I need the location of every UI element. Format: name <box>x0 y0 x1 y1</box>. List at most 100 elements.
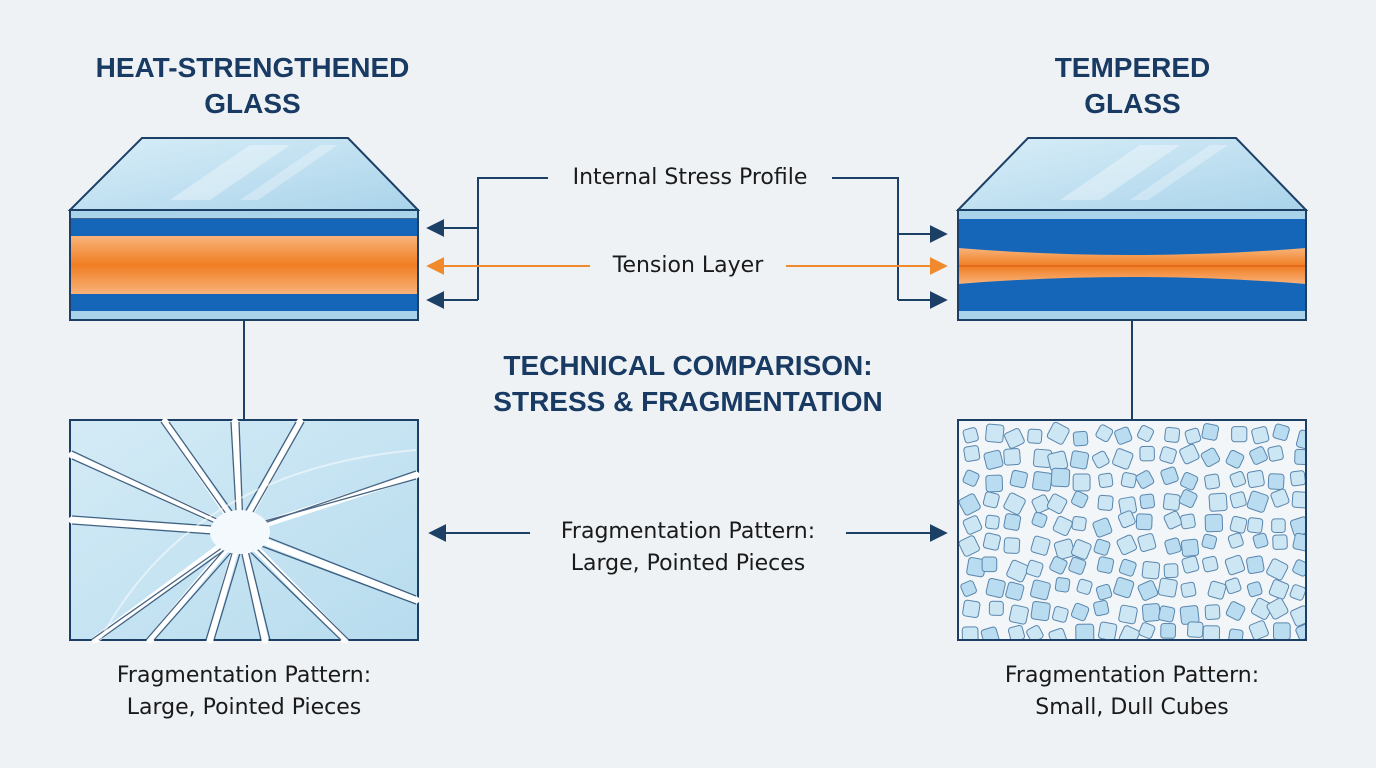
glass-cube <box>1271 518 1286 533</box>
right-glass-reflection <box>1060 145 1180 200</box>
glass-cube <box>1159 446 1177 464</box>
glass-cube <box>1186 621 1204 638</box>
tempered-caption: Fragmentation Pattern: Small, Dull Cubes <box>958 660 1306 724</box>
glass-cube <box>962 427 979 444</box>
glass-cube <box>1163 563 1179 579</box>
left-glass-reflection <box>170 145 290 200</box>
glass-cube <box>1246 469 1265 489</box>
tempered-glass-section <box>955 137 1309 321</box>
tempered-title-line2: GLASS <box>1084 88 1181 119</box>
glass-cube <box>1071 515 1087 532</box>
glass-cube <box>1251 426 1270 445</box>
glass-cube <box>1179 472 1199 491</box>
glass-cube <box>1091 450 1110 469</box>
tension-layer-label: Tension Layer <box>590 250 786 282</box>
glass-cube <box>983 449 1004 470</box>
glass-cube <box>1267 473 1285 490</box>
glass-cube <box>1141 560 1161 580</box>
right-edge-light-top <box>958 210 1306 219</box>
glass-cube <box>1076 578 1093 595</box>
glass-cube <box>1181 555 1200 574</box>
glass-cube <box>1290 605 1305 627</box>
glass-cube <box>1202 625 1221 639</box>
glass-cube <box>1030 600 1051 622</box>
heat-strengthened-title-line2: GLASS <box>204 88 301 119</box>
glass-cube <box>1095 583 1113 601</box>
glass-cube <box>985 423 1005 443</box>
glass-cube <box>1204 604 1221 620</box>
glass-cube <box>1158 605 1176 623</box>
glass-cube <box>1178 489 1198 508</box>
glass-cube <box>1289 470 1305 487</box>
glass-cube <box>982 491 1000 509</box>
glass-cube <box>1225 449 1245 469</box>
glass-cube <box>1096 556 1115 574</box>
glass-cube <box>1032 471 1053 492</box>
glass-cube <box>1295 429 1305 451</box>
glass-cube <box>1294 448 1305 466</box>
glass-cube <box>1068 556 1087 575</box>
glass-cube <box>1118 558 1137 577</box>
heat-strengthened-caption-line2: Large, Pointed Pieces <box>126 695 362 720</box>
glass-cube <box>1160 466 1179 485</box>
glass-cube <box>1003 513 1022 531</box>
glass-cube <box>1180 581 1197 598</box>
glass-cube <box>1137 533 1157 552</box>
glass-cube <box>982 532 1001 551</box>
glass-cube <box>1267 445 1284 462</box>
stress-profile-right-bracket <box>832 177 899 300</box>
glass-cube <box>1071 490 1089 509</box>
heat-strengthened-title: HEAT-STRENGTHENED GLASS <box>40 50 465 122</box>
glass-cube <box>1138 622 1156 639</box>
glass-cube <box>1272 423 1290 441</box>
glass-cube <box>1050 467 1071 488</box>
left-compression-layer-bottom <box>70 294 418 311</box>
glass-cube <box>1200 447 1221 468</box>
glass-cube <box>1247 517 1264 534</box>
glass-cube <box>1097 494 1114 511</box>
glass-cube <box>1004 428 1025 449</box>
glass-cube <box>1139 493 1156 510</box>
glass-cube <box>1204 513 1224 533</box>
glass-cube <box>1027 428 1043 444</box>
glass-cube <box>1289 584 1305 601</box>
stress-profile-left-bracket <box>477 177 548 300</box>
glass-cube <box>1157 577 1178 598</box>
glass-cube <box>1075 623 1095 639</box>
small-dull-cubes-panel <box>957 419 1307 641</box>
glass-cube <box>1093 538 1111 556</box>
technical-comparison-heading: TECHNICAL COMPARISON: STRESS & FRAGMENTA… <box>440 348 936 420</box>
heat-strengthened-caption-line1: Fragmentation Pattern: <box>116 663 372 688</box>
glass-cube <box>1295 623 1305 639</box>
left-edge-light-top <box>69 209 419 220</box>
glass-cube <box>1120 472 1137 489</box>
glass-cube <box>1118 604 1138 625</box>
glass-cube <box>962 515 983 535</box>
glass-cube <box>1164 426 1181 443</box>
glass-cube <box>1072 473 1091 492</box>
glass-cube <box>1252 532 1269 549</box>
glass-cube <box>1270 488 1290 508</box>
glass-cube <box>980 626 1000 639</box>
glass-cube <box>1208 492 1228 512</box>
heat-strengthened-glass-section <box>67 137 421 321</box>
left-compression-layer-top <box>70 219 418 236</box>
glass-cube <box>1292 532 1305 552</box>
glass-cube <box>1179 443 1200 465</box>
glass-cube <box>962 469 980 487</box>
glass-cube <box>963 445 981 462</box>
tempered-caption-line1: Fragmentation Pattern: <box>1004 663 1260 688</box>
glass-cube <box>1009 469 1028 489</box>
glass-cube <box>1224 577 1242 595</box>
glass-cube <box>1048 627 1068 639</box>
glass-cube <box>1137 425 1154 442</box>
glass-cube <box>1030 535 1051 556</box>
glass-cube <box>1137 580 1159 601</box>
glass-cube <box>1207 580 1227 600</box>
glass-cube <box>960 580 977 597</box>
glass-cube <box>1229 471 1247 488</box>
glass-cube <box>1246 555 1265 574</box>
glass-cube <box>1291 491 1305 509</box>
glass-cube <box>1117 510 1136 529</box>
